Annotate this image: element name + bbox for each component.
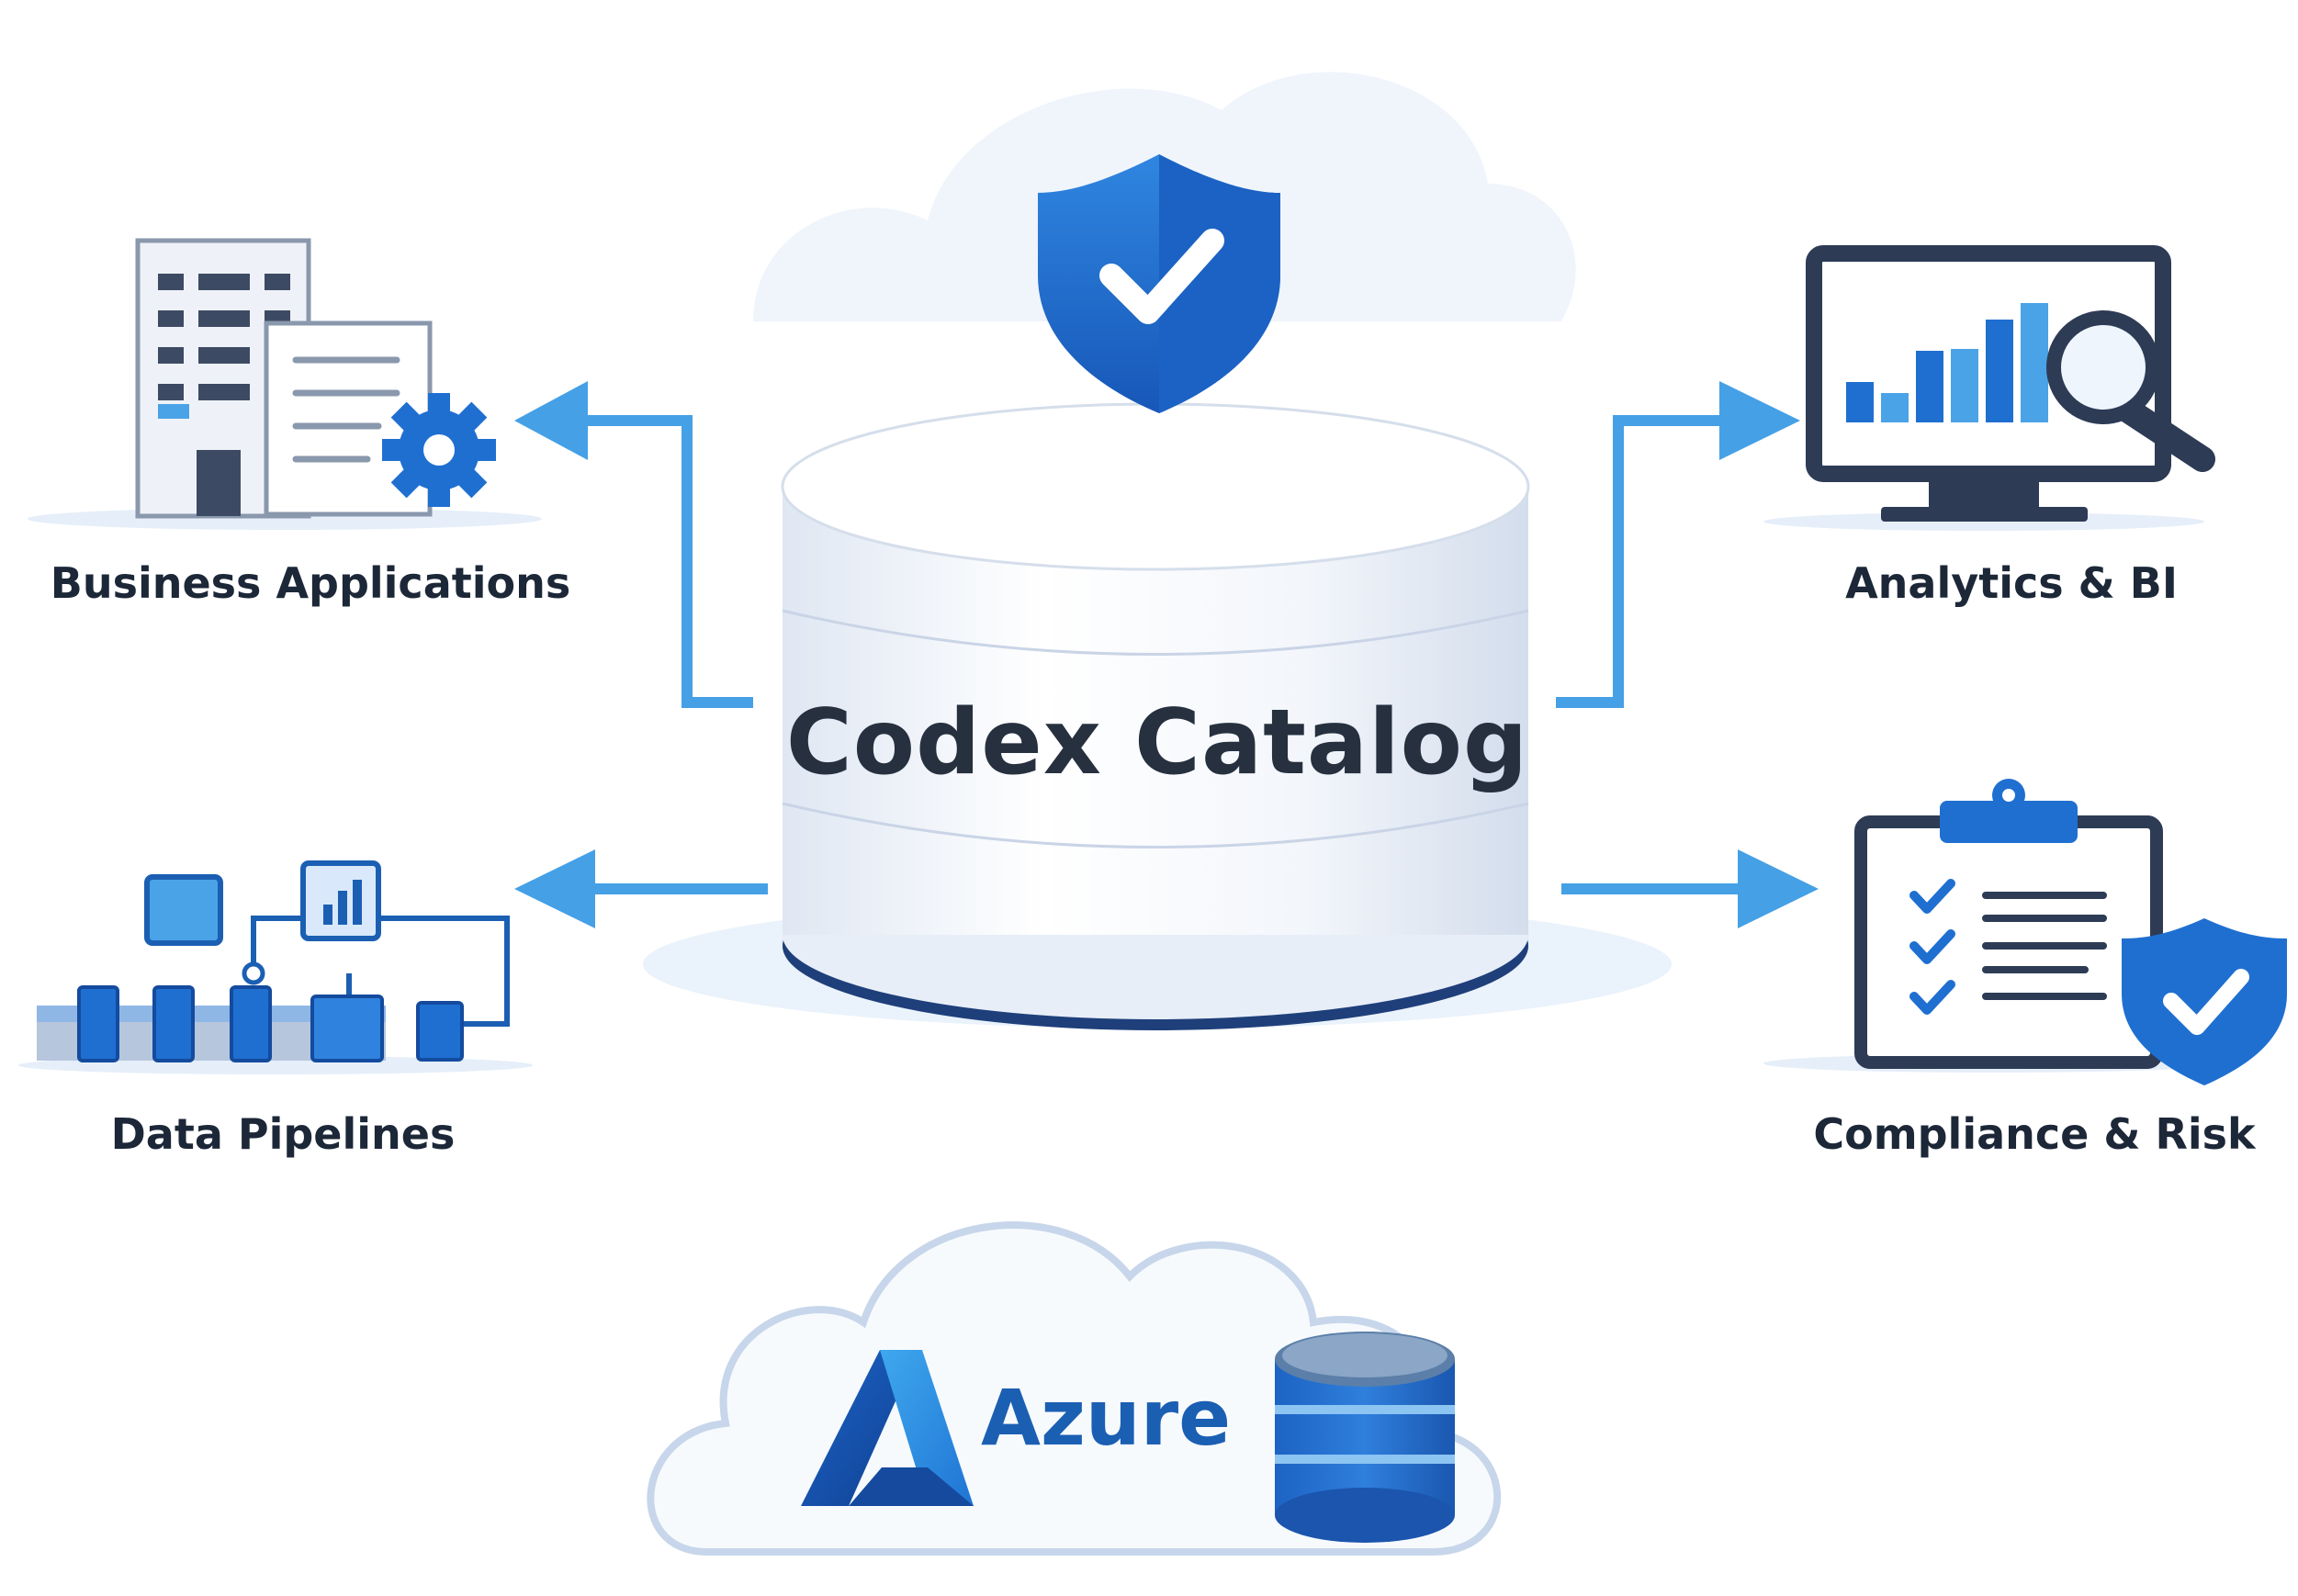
arrow-to-data-pipelines: [514, 849, 768, 928]
shield-check-icon: [1038, 154, 1280, 413]
node-label-compliance-risk: Compliance & Risk: [1813, 1109, 2256, 1159]
node-label-data-pipelines: Data Pipelines: [110, 1109, 456, 1159]
document-gear-icon: [264, 320, 496, 517]
arrow-to-analytics-bi: [1556, 381, 1800, 708]
azure-logo-icon: [801, 1350, 974, 1506]
node-label-analytics-bi: Analytics & BI: [1845, 558, 2178, 608]
platform-name: Azure: [981, 1373, 1232, 1463]
monitor-chart-magnifier-icon: [1763, 245, 2215, 531]
arrow-to-business-applications: [514, 381, 753, 708]
catalog-title: Codex Catalog: [785, 691, 1529, 795]
pipeline-flow-icon: [18, 860, 533, 1074]
clipboard-checklist-icon: [1763, 779, 2287, 1085]
database-icon: [1275, 1332, 1455, 1543]
node-label-business-applications: Business Applications: [50, 558, 571, 608]
arrow-to-compliance-risk: [1561, 849, 1819, 928]
catalog-database-cylinder: [781, 402, 1530, 1030]
